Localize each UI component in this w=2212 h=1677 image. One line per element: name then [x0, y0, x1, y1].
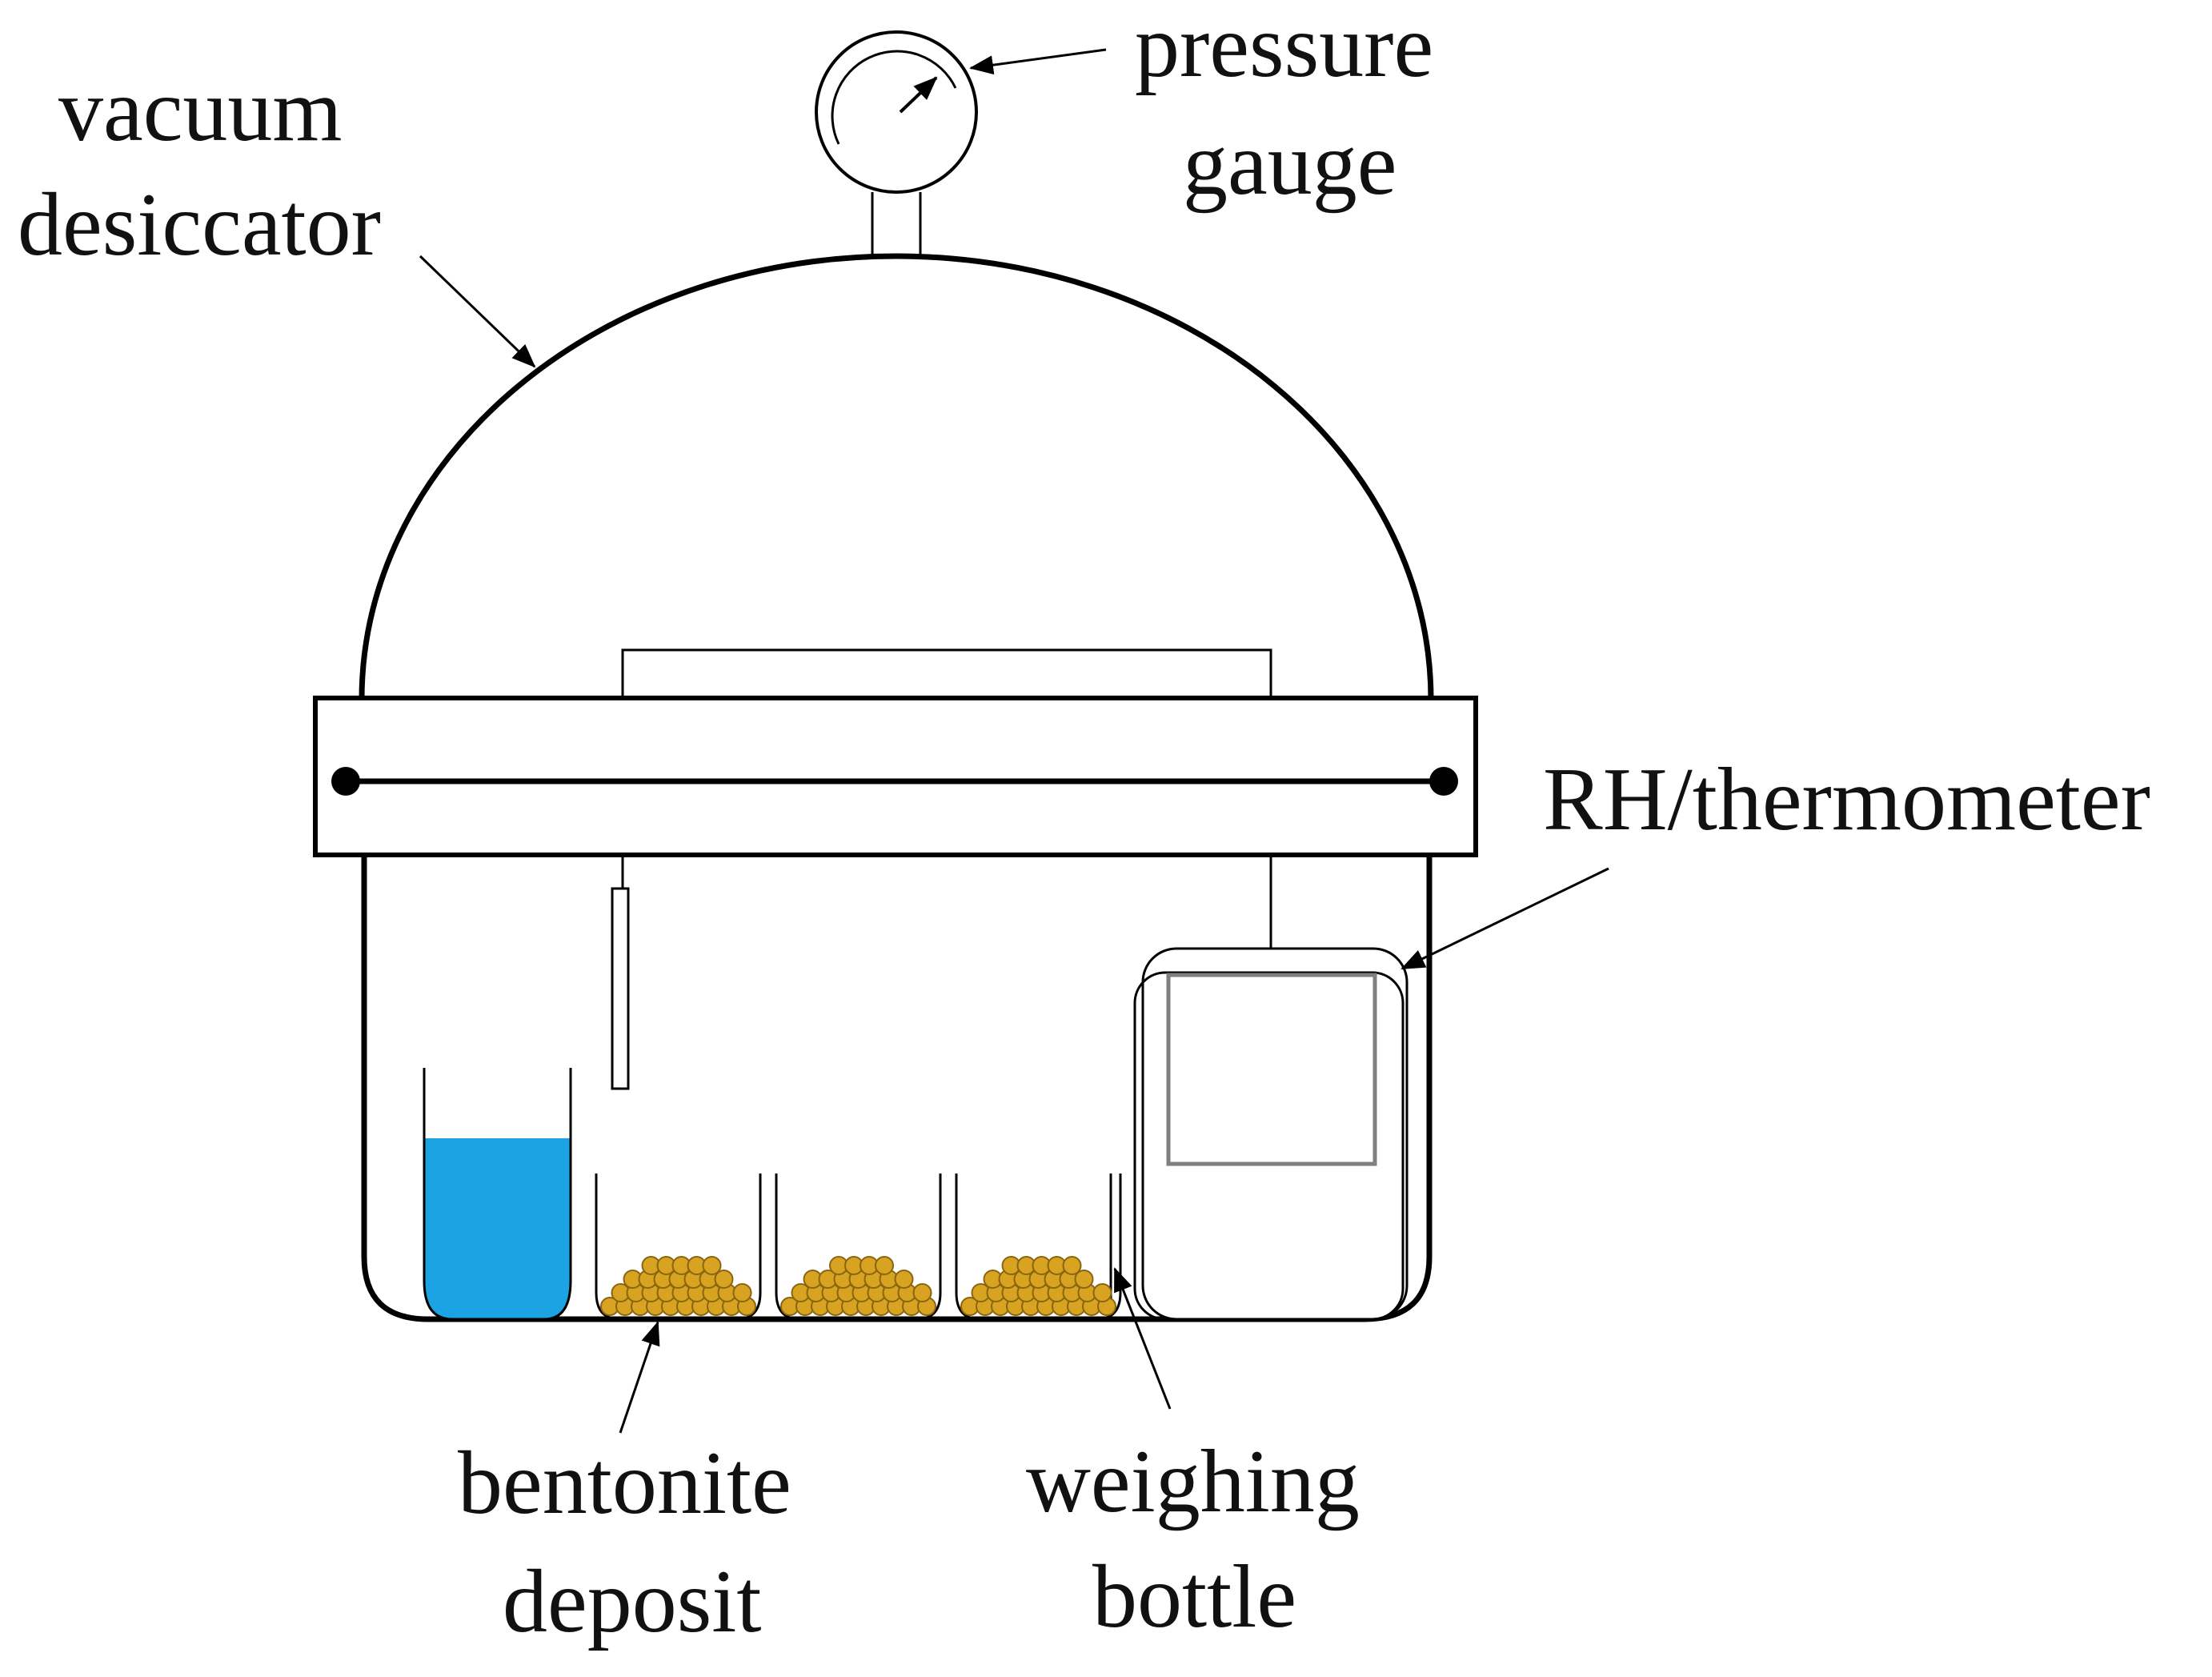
label-gauge: gauge	[1183, 114, 1397, 214]
bentonite-pellet	[732, 1283, 752, 1302]
bentonite-pellet	[1062, 1256, 1082, 1275]
label-rh-thermometer: RH/thermometer	[1543, 750, 2150, 849]
thermo-hygrometer-icon	[1133, 947, 1409, 1321]
gauge-icon	[815, 30, 978, 194]
pressure-gauge	[815, 30, 978, 258]
label-bentonite: bentonite	[458, 1434, 791, 1533]
bentonite-pellet	[702, 1256, 722, 1275]
bentonite-pellet	[1092, 1283, 1112, 1302]
water-beaker	[423, 1068, 572, 1321]
bentonite-pellet	[912, 1283, 932, 1302]
bentonite-pellet	[894, 1270, 914, 1289]
bentonite-deposit	[600, 1256, 1116, 1316]
leader-arrows	[419, 48, 1609, 1434]
label-desiccator: desiccator	[18, 175, 381, 275]
weighing-bottle	[595, 1173, 762, 1321]
label-vacuum: vacuum	[58, 61, 343, 160]
bentonite-pellet	[714, 1270, 734, 1289]
label-bottle: bottle	[1092, 1547, 1296, 1647]
label-weighing: weighing	[1026, 1432, 1360, 1531]
bentonite-pellet	[875, 1256, 894, 1275]
sensor-wire	[621, 648, 1272, 949]
desiccator-dome	[359, 253, 1434, 700]
temperature-probe	[611, 887, 630, 1090]
bentonite-pellet	[1074, 1270, 1094, 1289]
desiccator-flange	[313, 696, 1478, 857]
weighing-bottle	[955, 1173, 1122, 1321]
weighing-bottle	[775, 1173, 942, 1321]
label-pressure: pressure	[1135, 0, 1433, 96]
label-deposit: deposit	[503, 1552, 762, 1651]
